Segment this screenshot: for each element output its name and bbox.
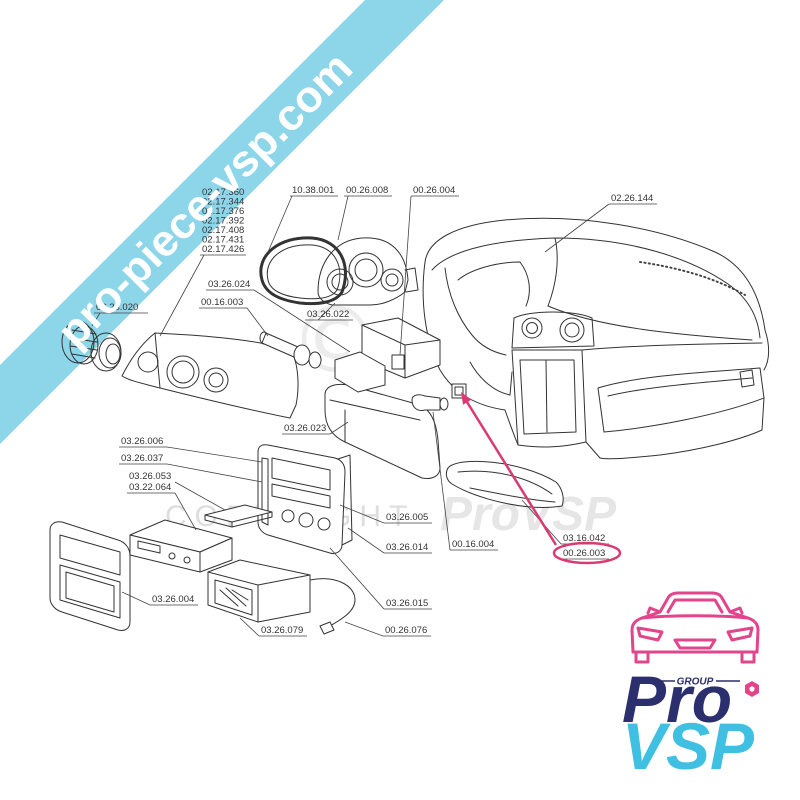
part-label-00-26-004-top: 00.26.004 [413,185,455,196]
part-label-00-16-003: 00.16.003 [201,297,243,308]
part-label-00-26-076: 00.26.076 [385,625,427,636]
column-shroud-drawing [324,317,441,479]
part-label-03-16-042: 03.16.042 [563,533,605,544]
provsp-logo: GROUP Pro VSP [622,591,760,783]
cluster-gasket-drawing [259,236,347,306]
small-switch-drawing [391,354,405,370]
banner-band [0,0,444,444]
radio-plate-drawing [204,504,273,528]
part-label-03-26-014: 03.26.014 [386,542,428,553]
part-label-03-26-024: 03.26.024 [208,279,250,290]
part-label-02-17-360: 02.17.360 [202,187,244,198]
part-labels: 02.17.360 02.17.344 02.17.376 02.17.392 … [96,185,653,636]
logo-group-text: GROUP [677,677,714,688]
part-label-03-26-020: 03.26.020 [96,302,138,313]
part-label-10-38-001: 10.38.001 [292,185,334,196]
instrument-cluster-drawing [317,237,419,306]
logo-pro-text: Pro [622,662,732,736]
part-label-03-26-015: 03.26.015 [386,598,428,609]
radio-drawing [129,519,233,573]
part-label-02-17-426: 02.17.426 [202,244,244,255]
part-label-03-26-005: 03.26.005 [386,512,428,523]
part-label-02-17-376: 02.17.376 [202,206,244,217]
bulb-drawing [411,383,467,411]
part-label-03-26-037: 03.26.037 [121,453,163,464]
part-label-00-26-003: 00.26.003 [563,548,605,559]
highlight-annotation [461,392,622,565]
dashboard-drawing [422,217,770,460]
bezel-frame-drawing [49,521,131,631]
part-label-02-26-144: 02.26.144 [611,193,653,204]
part-label-03-22-064: 03.22.064 [129,482,171,493]
part-label-00-16-004: 00.16.004 [452,539,494,550]
highlight-circle [552,541,622,565]
part-label-03-26-004: 03.26.004 [152,594,194,605]
switch-drawing [259,331,322,369]
car-front-icon [630,591,760,664]
highlight-arrow-line [465,401,558,546]
lower-tray-drawing [445,460,564,508]
part-label-03-26-022: 03.26.022 [307,309,349,320]
part-label-03-26-053: 03.26.053 [129,471,171,482]
arrow-head-icon [461,392,472,405]
logo-vsp-text: VSP [622,709,755,783]
part-label-03-26-079: 03.26.079 [261,625,303,636]
radio-cage-drawing [207,559,311,623]
part-label-00-26-008: 00.26.008 [346,185,388,196]
part-label-02-17-344: 02.17.344 [202,197,244,208]
part-label-02-17-392: 02.17.392 [202,216,244,227]
round-vent-drawing [61,320,122,372]
part-label-02-17-408: 02.17.408 [202,225,244,236]
part-label-03-26-006: 03.26.006 [121,436,163,447]
part-label-03-26-023: 03.26.023 [284,423,326,434]
dash-fascia-drawing [121,332,299,419]
leader-lines [91,195,657,637]
cable-drawing [309,578,356,635]
part-label-02-17-431: 02.17.431 [202,235,244,246]
center-bezel-drawing [257,444,353,554]
hexagon-dot-icon [749,686,755,692]
